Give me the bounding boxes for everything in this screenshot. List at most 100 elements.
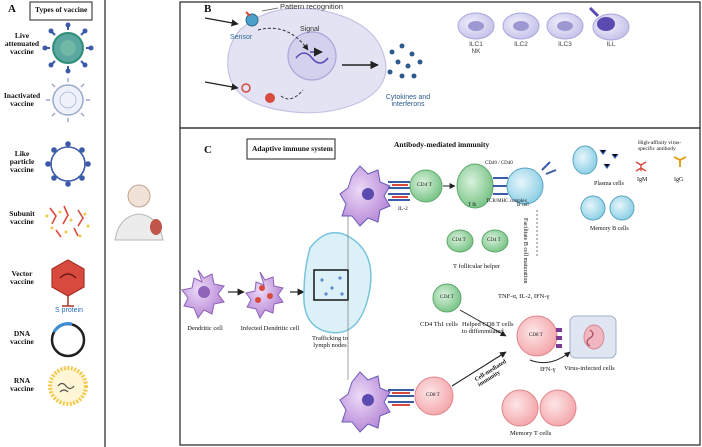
cytokines-label: Cytokines and interferons [380,94,436,109]
adaptive-title-box [246,138,336,160]
high-affinity-label: High-affinity virus- specific antibody [638,140,682,153]
s-protein-tag: S protein [55,307,84,314]
rna-lipid-nanoparticle-icon [48,366,88,406]
high-affinity-l1: High-affinity virus- [638,140,682,146]
vaccine-label-vector-l1: Vector [11,269,33,278]
cd4t-label-tfh-left: CD4 T [452,238,466,243]
vaccine-label-inactivated-l2: vaccine [10,98,34,108]
vaccine-label-live-l1: Live [14,31,30,40]
panel-a-letter: A [8,3,16,15]
vaccine-label-rna-l2: vaccine [10,383,34,393]
inactivated-virus-icon [46,78,90,122]
vaccine-label-dna-l2: vaccine [10,336,34,346]
cd4t-label-th1: CD4 T [440,295,454,300]
panel-b-letter: B [204,3,212,15]
vaccine-header-box [29,1,93,21]
vaccine-label-subunit: Subunit vaccine [2,210,42,226]
facilitate-label: Facilitate B cell maturation [522,218,528,284]
plasma-cells-label: Plasma cells [594,181,624,187]
cell-mediated-arrow [451,351,507,387]
ilc2-label: ILC2 [514,41,528,48]
igg-label: IgG [674,177,684,183]
cd8-t-cell-upper [516,315,562,357]
ilc1-label: ILC1 NK [461,41,491,56]
signal-label: Signal [300,26,320,33]
vaccine-label-live: Live attenuated vaccine [2,32,42,56]
arrow-to-sensor [204,17,239,27]
apc-upper-icon [339,165,410,227]
dendritic-cell-icon [181,269,225,320]
tfh-label: T fh [468,203,477,208]
ilc1-label-l2: NK [471,47,481,55]
live-attenuated-virus-icon [42,22,94,74]
helped-l2: to differentiated [462,327,504,335]
ilc3-cell [546,12,584,40]
vaccine-label-vlp-l2: particle [9,156,35,166]
vaccine-label-like-particle: Like particle vaccine [2,150,42,174]
ill-label: ILL [606,41,616,48]
pattern-recognition-label: Pattern recognition [280,2,343,11]
bcell-label: B cell [517,203,529,208]
vaccine-label-inactivated-l1: Inactivated [3,91,41,100]
cd40-label: CD40 / CD40 [485,161,513,166]
cytokine-cluster [387,43,423,79]
facilitate-l2: maturation [522,257,528,284]
infected-dendritic-cell-icon [245,271,284,320]
plasma-cell-icon [572,145,619,175]
b-cell-icon [506,161,557,205]
trafficking-l1: Trafficking to [312,335,348,342]
igm-label: IgM [637,177,648,183]
cytokines-label-l1: Cytokines and [385,94,431,101]
virus-infected-cell-icon [569,315,617,359]
trafficking-l2: lymph nodes [313,341,347,349]
ill-cell [588,6,630,41]
igm-antibody-icon [635,161,647,172]
adaptive-title: Adaptive immune system [252,144,333,153]
vaccine-label-subunit-l2: vaccine [10,216,34,226]
virus-like-particle-icon [45,141,91,187]
ilc1-label-l1: ILC1 [469,41,483,48]
vaccinated-person-icon [114,184,164,241]
cytokines-label-l2: interferons [391,101,425,109]
ilc3-label: ILC3 [558,41,572,48]
pattern-recognition-pointer [261,7,279,12]
facilitate-l1: Facilitate B cell [522,218,528,256]
vaccine-types-header: Types of vaccine [35,5,88,14]
dendritic-cell-label: Dendritic cell [187,325,223,332]
arrow-th1-to-cd8 [459,309,507,337]
vaccine-label-vlp-l3: vaccine [10,164,34,174]
cd8t-label-upper: CD8 T [529,333,543,338]
virus-infected-label: Virus-infected cells [564,365,615,372]
vaccine-label-live-l2: attenuated [4,38,40,48]
ilc1-nk-cell [457,12,495,40]
panel-c-frame [179,127,701,446]
vaccine-label-rna: RNA vaccine [2,377,42,393]
cd4-th1-label: CD4 Th1 cells [420,321,458,328]
sensor-label: Sensor [230,34,253,41]
il2-label: IL-2 [398,206,408,212]
lymph-node-icon [303,231,372,334]
trafficking-label: Trafficking to lymph nodes [305,335,355,350]
panel-c-letter: C [204,144,212,156]
memory-b-cells-label: Memory B cells [590,226,629,232]
vector-virus-icon [51,259,85,307]
vaccine-label-live-l3: vaccine [10,46,34,56]
high-affinity-l2: specific antibody [638,145,676,152]
vaccine-label-dna: DNA vaccine [2,330,42,346]
arrow-to-receptor [204,81,239,91]
vaccine-label-rna-l1: RNA [13,376,31,385]
vaccine-label-vlp-l1: Like [14,149,30,158]
dna-plasmid-icon [50,322,86,358]
vaccine-label-dna-l1: DNA [13,329,31,338]
cd8-t-cell-lower [414,376,454,416]
cd4-th1-cell-icon [432,283,462,313]
memory-t-cells-label: Memory T cells [510,430,552,437]
cd4t-label-upper: CD4 T [417,182,433,188]
tcr-complex-label: TCR/MHC complex [486,199,527,204]
vaccine-label-vector: Vector vaccine [2,270,42,286]
th1-cytokines-label: TNF-α, IL-2, IFN-γ [498,293,550,300]
sensor-cell-icon [227,7,387,114]
memory-t-cells-icon [501,389,577,427]
tfh-cell-icon [456,163,508,209]
